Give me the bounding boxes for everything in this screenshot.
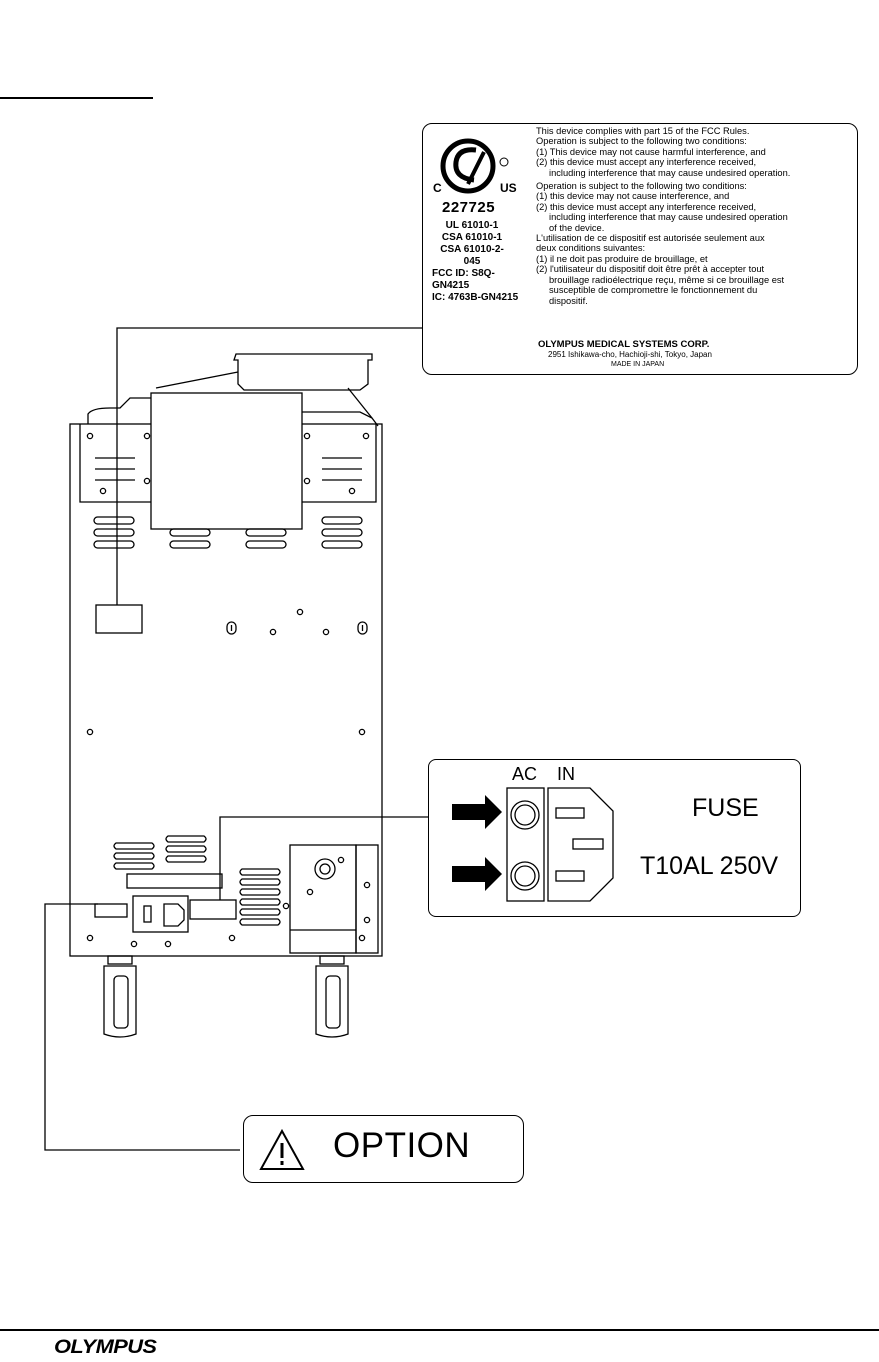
fcc-id: FCC ID: S8Q-GN4215 [432,268,495,291]
fcc-text-line: including interference that may cause un… [549,212,788,223]
cabinet-inlet [132,895,189,933]
fcc-text-line: L'utilisation de ce dispositif est autor… [536,233,765,244]
fcc-text-line: dispositif. [549,295,588,306]
knobs [226,621,368,635]
casters [103,955,349,1038]
ic-id: IC: 4763B-GN4215 [432,292,519,303]
footer-rule [0,1329,879,1331]
ac-label: AC [512,764,538,784]
fcc-text-line: (1) this device may not cause interferen… [536,191,730,202]
fcc-text-line: (1) il ne doit pas produire de brouillag… [536,253,708,264]
company-address: 2951 Ishikawa-cho, Hachioji-shi, Tokyo, … [548,350,712,359]
standard-item: CSA 61010-2-045 [440,244,504,267]
option-callout-box [243,1115,524,1183]
made-in-label: MADE IN JAPAN [611,361,665,368]
fcc-text-line: This device complies with part 15 of the… [536,126,750,136]
top-tray [233,353,373,391]
fcc-text-line: including interference that may cause un… [549,167,791,178]
fcc-compliance-text: This device complies with part 15 of the… [536,126,852,306]
label-leader-line [116,327,422,605]
option-leader-line [44,903,240,1151]
fcc-text-line: brouillage radioélectrique reçu, même si… [549,274,785,285]
standard-item: CSA 61010-1 [441,232,503,243]
inlet-detail-drawing [506,787,614,902]
csa-us-mark: US [500,181,517,195]
arrow-icon [452,795,502,891]
screws [86,432,371,948]
fcc-text-line: of the device. [549,222,605,233]
fcc-label-box [422,123,858,375]
in-label: IN [557,764,575,784]
option-location [94,903,128,918]
company-name: OLYMPUS MEDICAL SYSTEMS CORP. [538,339,710,350]
side-panel [289,844,357,954]
csa-logo [440,138,496,194]
rear-panel-plate [150,392,303,530]
fuse-rating: T10AL 250V [640,852,779,880]
inlet-location [189,899,237,920]
lower-vents [113,835,281,926]
csa-c-mark: C [433,181,442,195]
standard-item: UL 61010-1 [445,220,499,231]
fuse-label: FUSE [692,794,759,822]
fcc-text-line: deux conditions suivantes: [536,243,646,254]
fcc-text-line: Operation is subject to the following tw… [536,136,747,147]
inlet-detail-box [428,759,801,917]
header-rule [0,97,153,99]
fcc-text-line: Operation is subject to the following tw… [536,181,747,192]
inlet-leader-line [219,816,428,900]
upper-vents [93,457,363,549]
olympus-logo: OLYMPUS [54,1337,157,1358]
label-location [95,604,143,634]
fcc-text-line: (2) this device must accept any interfer… [536,201,757,212]
name-plate [126,873,223,889]
warning-triangle-icon [259,1128,305,1170]
fcc-text-line: susceptible de compromettre le fonctionn… [549,285,758,296]
fcc-text-line: (1) This device may not cause harmful in… [536,146,766,157]
option-text: OPTION [333,1126,471,1165]
fcc-text-line: (2) this device must accept any interfer… [536,157,757,168]
standards-list: UL 61010-1 CSA 61010-1 CSA 61010-2-045 [432,220,512,268]
fcc-ids: FCC ID: S8Q-GN4215 IC: 4763B-GN4215 [432,268,522,304]
fcc-text-line: (2) l'utilisateur du dispositif doit êtr… [536,264,765,275]
csa-number: 227725 [442,199,496,216]
